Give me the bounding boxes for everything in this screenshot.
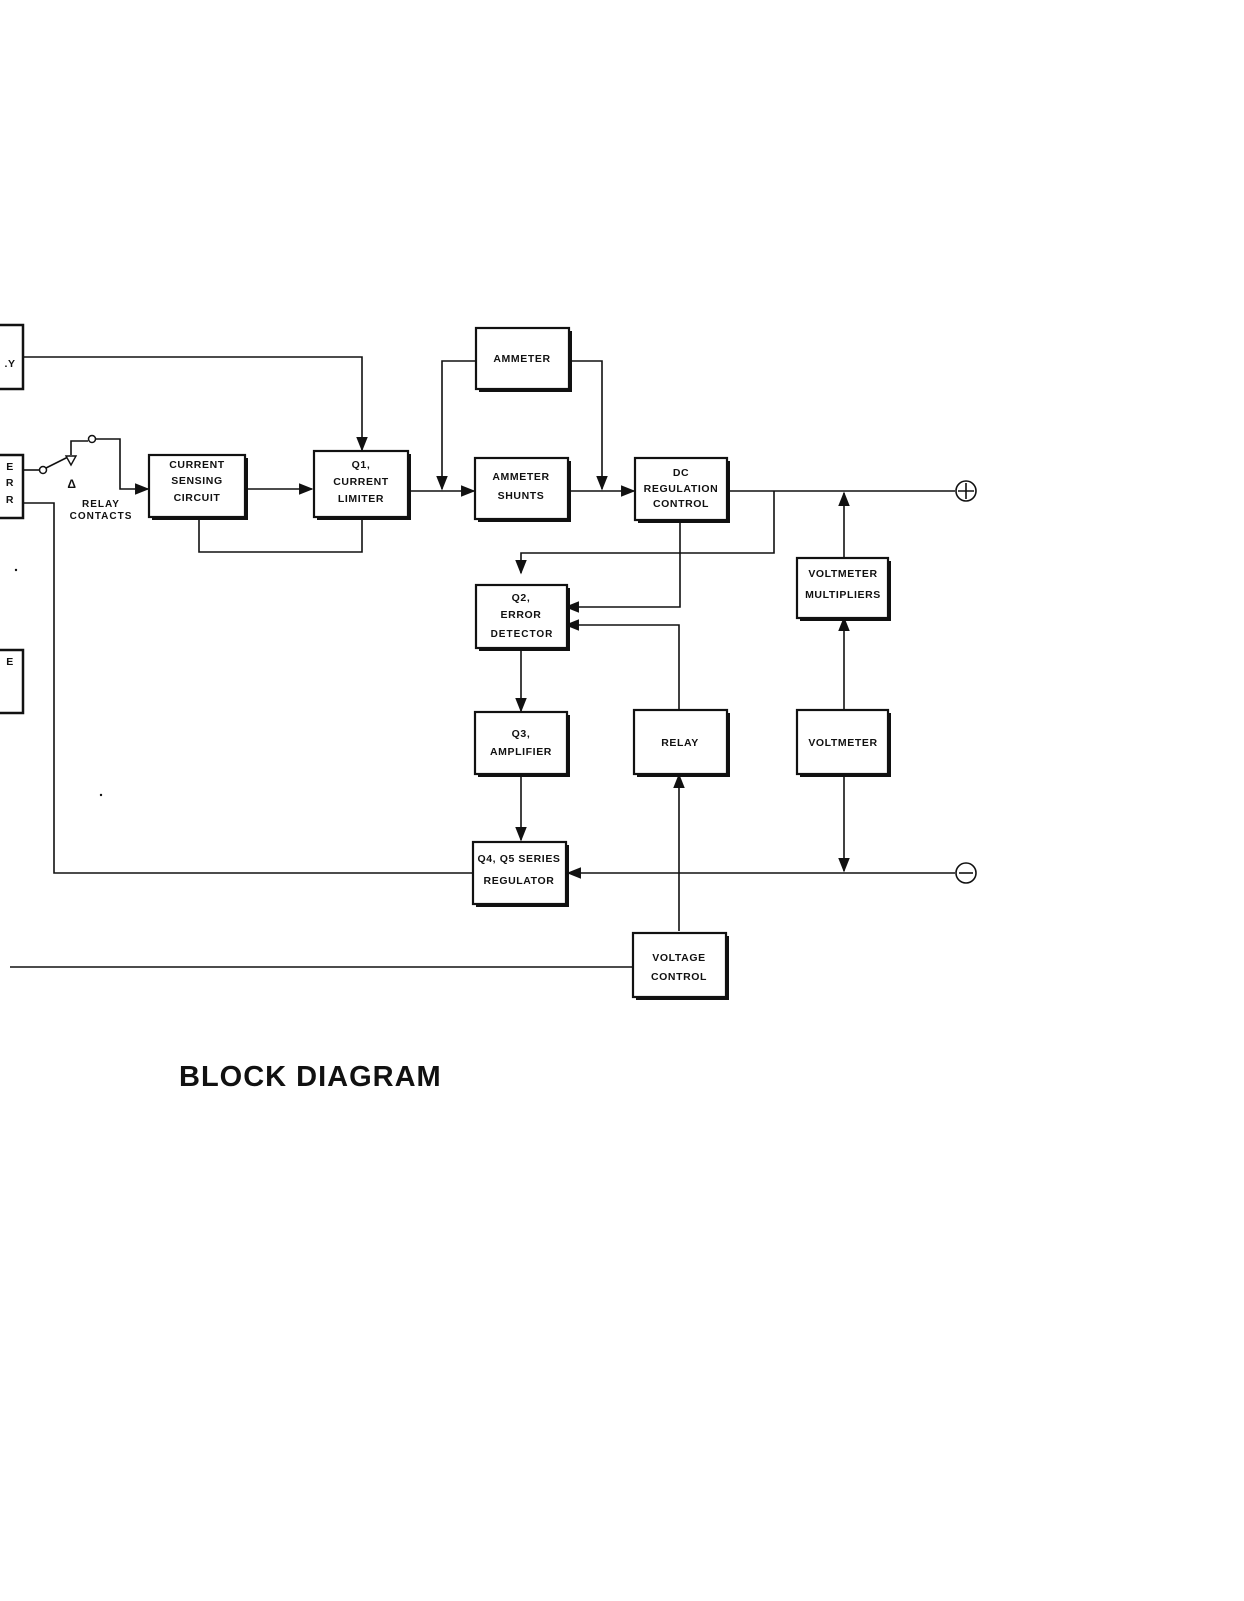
- svg-text:VOLTMETER: VOLTMETER: [808, 737, 877, 749]
- q1-current-limiter-block: Q1, CURRENT LIMITER: [312, 449, 411, 520]
- svg-text:MULTIPLIERS: MULTIPLIERS: [805, 589, 881, 601]
- svg-text:E: E: [6, 461, 14, 473]
- svg-text:LIMITER: LIMITER: [338, 493, 384, 505]
- partial-block-mid: E R R: [0, 453, 25, 520]
- ammeter-shunts-block: AMMETER SHUNTS: [473, 456, 571, 522]
- relay-contacts-label: Δ RELAY CONTACTS: [67, 477, 133, 522]
- q2-error-detector-block: Q2, ERROR DETECTOR: [474, 583, 570, 651]
- svg-text:REGULATION: REGULATION: [644, 483, 719, 495]
- svg-text:AMMETER: AMMETER: [492, 471, 549, 483]
- positive-terminal: [955, 480, 977, 502]
- current-sensing-circuit-block: CURRENT SENSING CIRCUIT: [147, 453, 248, 520]
- svg-text:CONTROL: CONTROL: [653, 498, 709, 510]
- dc-regulation-control-block: DC REGULATION CONTROL: [633, 456, 730, 523]
- svg-text:VOLTAGE: VOLTAGE: [652, 952, 705, 964]
- q4-q5-series-regulator-block: Q4, Q5 SERIES REGULATOR: [471, 840, 569, 907]
- svg-text:CIRCUIT: CIRCUIT: [174, 492, 221, 504]
- negative-terminal: [955, 862, 977, 884]
- voltage-control-block: VOLTAGE CONTROL: [631, 931, 729, 1000]
- wires: [10, 356, 955, 968]
- svg-text:SHUNTS: SHUNTS: [498, 490, 545, 502]
- svg-text:RELAY: RELAY: [661, 737, 699, 749]
- svg-text:ERROR: ERROR: [501, 609, 542, 621]
- svg-text:REGULATOR: REGULATOR: [484, 875, 555, 887]
- voltmeter-block: VOLTMETER: [795, 708, 891, 777]
- svg-text:AMPLIFIER: AMPLIFIER: [490, 746, 552, 758]
- q3-amplifier-block: Q3, AMPLIFIER: [473, 710, 570, 777]
- svg-text:R: R: [6, 494, 14, 506]
- svg-text:RELAY: RELAY: [82, 499, 120, 510]
- svg-text:CONTROL: CONTROL: [651, 971, 707, 983]
- svg-text:Q2,: Q2,: [512, 592, 531, 604]
- svg-text:Q3,: Q3,: [512, 728, 531, 740]
- svg-text:DETECTOR: DETECTOR: [491, 629, 554, 640]
- svg-text:CONTACTS: CONTACTS: [70, 511, 133, 522]
- svg-text:CURRENT: CURRENT: [169, 459, 225, 471]
- relay-block: RELAY: [632, 708, 730, 777]
- svg-text:R: R: [6, 477, 14, 489]
- svg-text:CURRENT: CURRENT: [333, 476, 389, 488]
- ammeter-block: AMMETER: [474, 326, 572, 392]
- svg-text:VOLTMETER: VOLTMETER: [808, 568, 877, 580]
- svg-text:Q1,: Q1,: [352, 459, 371, 471]
- svg-text:Q4, Q5 SERIES: Q4, Q5 SERIES: [477, 853, 560, 865]
- svg-text:AMMETER: AMMETER: [493, 353, 550, 365]
- diagram-title: BLOCK DIAGRAM: [179, 1061, 442, 1093]
- partial-block-top: .Y: [0, 323, 25, 391]
- svg-text:E: E: [6, 656, 14, 668]
- partial-block-low: E: [0, 648, 25, 715]
- svg-text:.Y: .Y: [4, 358, 15, 370]
- voltmeter-multipliers-block: VOLTMETER MULTIPLIERS: [795, 556, 891, 621]
- svg-text:Δ: Δ: [67, 477, 76, 491]
- svg-text:DC: DC: [673, 467, 689, 479]
- svg-text:SENSING: SENSING: [171, 475, 222, 487]
